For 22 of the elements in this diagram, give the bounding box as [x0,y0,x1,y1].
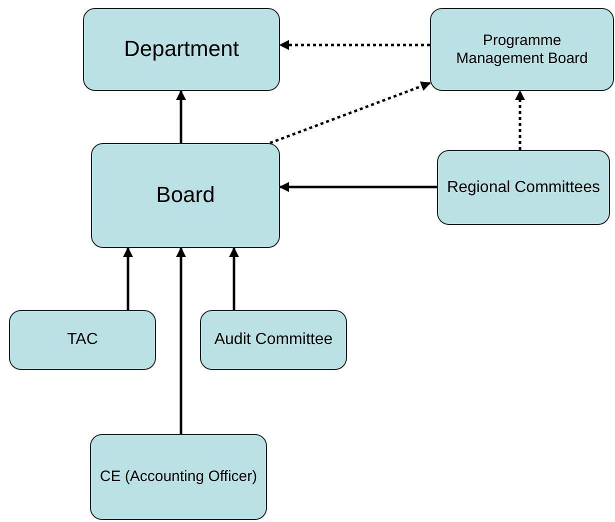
rounded-box [200,310,347,370]
box-label: TAC [67,330,98,350]
arrow [176,90,186,143]
box-label: Department [124,36,239,63]
box-label: Board [156,182,215,209]
arrow [515,90,525,150]
rounded-box [90,434,267,520]
rounded-box [437,150,610,225]
arrow [229,247,239,310]
box-label: Programme Management Board [455,32,589,68]
rounded-box [430,8,614,91]
box-label: CE (Accounting Officer) [100,468,258,486]
arrow [176,247,186,434]
arrow [123,247,133,310]
rounded-box [83,8,280,91]
arrow [270,81,431,144]
box-label: Audit Committee [214,330,333,350]
rounded-box [91,143,280,248]
box-label: Regional Committees [447,178,600,198]
arrow [279,182,437,192]
rounded-box [9,310,156,370]
arrow [279,40,430,50]
